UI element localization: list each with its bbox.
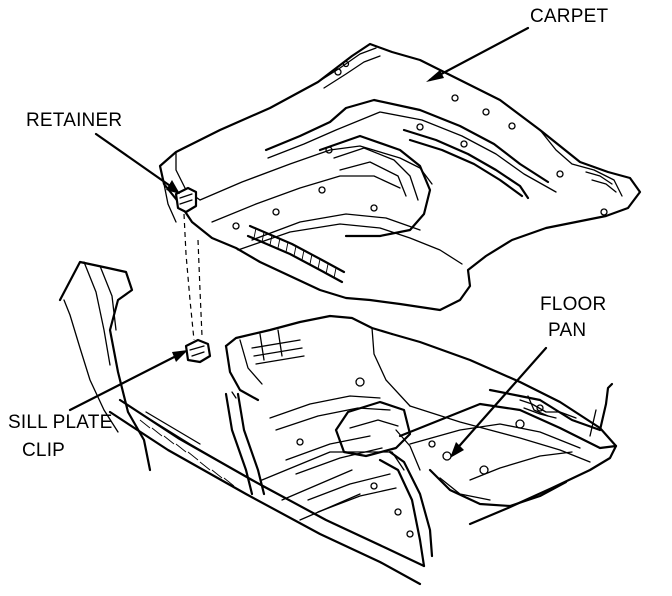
floor-pan-label-line2: PAN	[548, 320, 586, 341]
sill-plate-clip-arrowhead	[172, 350, 188, 362]
callout-sill-plate-clip: SILL PLATE CLIP	[8, 350, 188, 461]
callout-retainer: RETAINER	[26, 110, 180, 194]
floor-pan-arrowhead	[450, 442, 464, 458]
floor-pan-label-line1: FLOOR	[540, 294, 606, 315]
sill-plate-clip-label-line1: SILL PLATE	[8, 412, 112, 433]
callout-carpet: CARPET	[426, 6, 608, 82]
carpet-label: CARPET	[530, 6, 608, 27]
alignment-guide	[183, 213, 203, 341]
retainer-label: RETAINER	[26, 110, 122, 131]
retainer-arrowhead	[166, 180, 180, 194]
callout-floor-pan: FLOOR PAN	[450, 294, 606, 458]
carpet-drawing	[158, 42, 642, 312]
sill-plate-clip-part	[184, 338, 212, 364]
floor-pan-drawing	[58, 260, 618, 586]
carpet-arrowhead	[426, 70, 444, 82]
sill-plate-clip-label-line2: CLIP	[22, 440, 65, 461]
